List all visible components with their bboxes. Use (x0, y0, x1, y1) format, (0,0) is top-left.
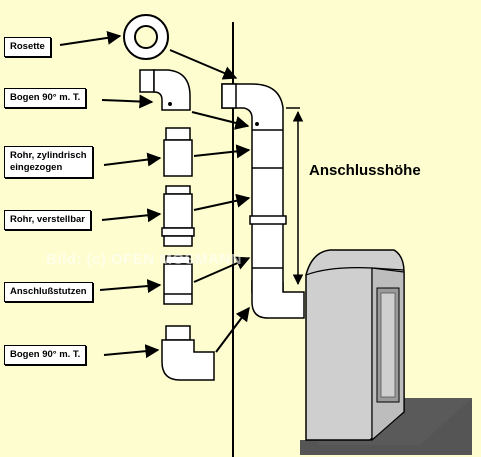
label-pipe-tapered-line-2: eingezogen (10, 162, 63, 173)
label-pipe-tapered-line-1: Rohr, zylindrisch (10, 150, 87, 161)
label-elbow-top: Bogen 90° m. T. (4, 88, 87, 108)
label-connector: Anschlußstutzen (4, 282, 93, 302)
pipe-tapered-part (163, 127, 193, 177)
label-elbow-bottom-text: Bogen 90° m. T. (10, 349, 81, 360)
label-rosette: Rosette (4, 37, 51, 57)
label-pipe-adjustable-text: Rohr, verstellbar (10, 214, 85, 225)
stove (305, 249, 405, 442)
pipe-adjustable-part (161, 185, 195, 247)
connector-part (163, 255, 193, 305)
height-label: Anschlusshöhe (309, 162, 421, 179)
label-pipe-adjustable: Rohr, verstellbar (4, 210, 91, 230)
elbow-top-part (139, 69, 191, 111)
label-elbow-top-text: Bogen 90° m. T. (10, 92, 81, 103)
assembled-stovepipe (221, 83, 305, 319)
label-connector-text: Anschlußstutzen (10, 286, 87, 297)
height-dimension (286, 107, 304, 286)
watermark-text: Bild: (c) OFEN MOSMANN (46, 251, 242, 268)
rosette-part (123, 14, 169, 60)
label-arrows (59, 30, 251, 359)
label-elbow-bottom: Bogen 90° m. T. (4, 345, 87, 365)
label-rosette-text: Rosette (10, 41, 45, 52)
elbow-bottom-part (161, 325, 215, 381)
label-pipe-tapered: Rohr, zylindrisch eingezogen (4, 146, 93, 178)
